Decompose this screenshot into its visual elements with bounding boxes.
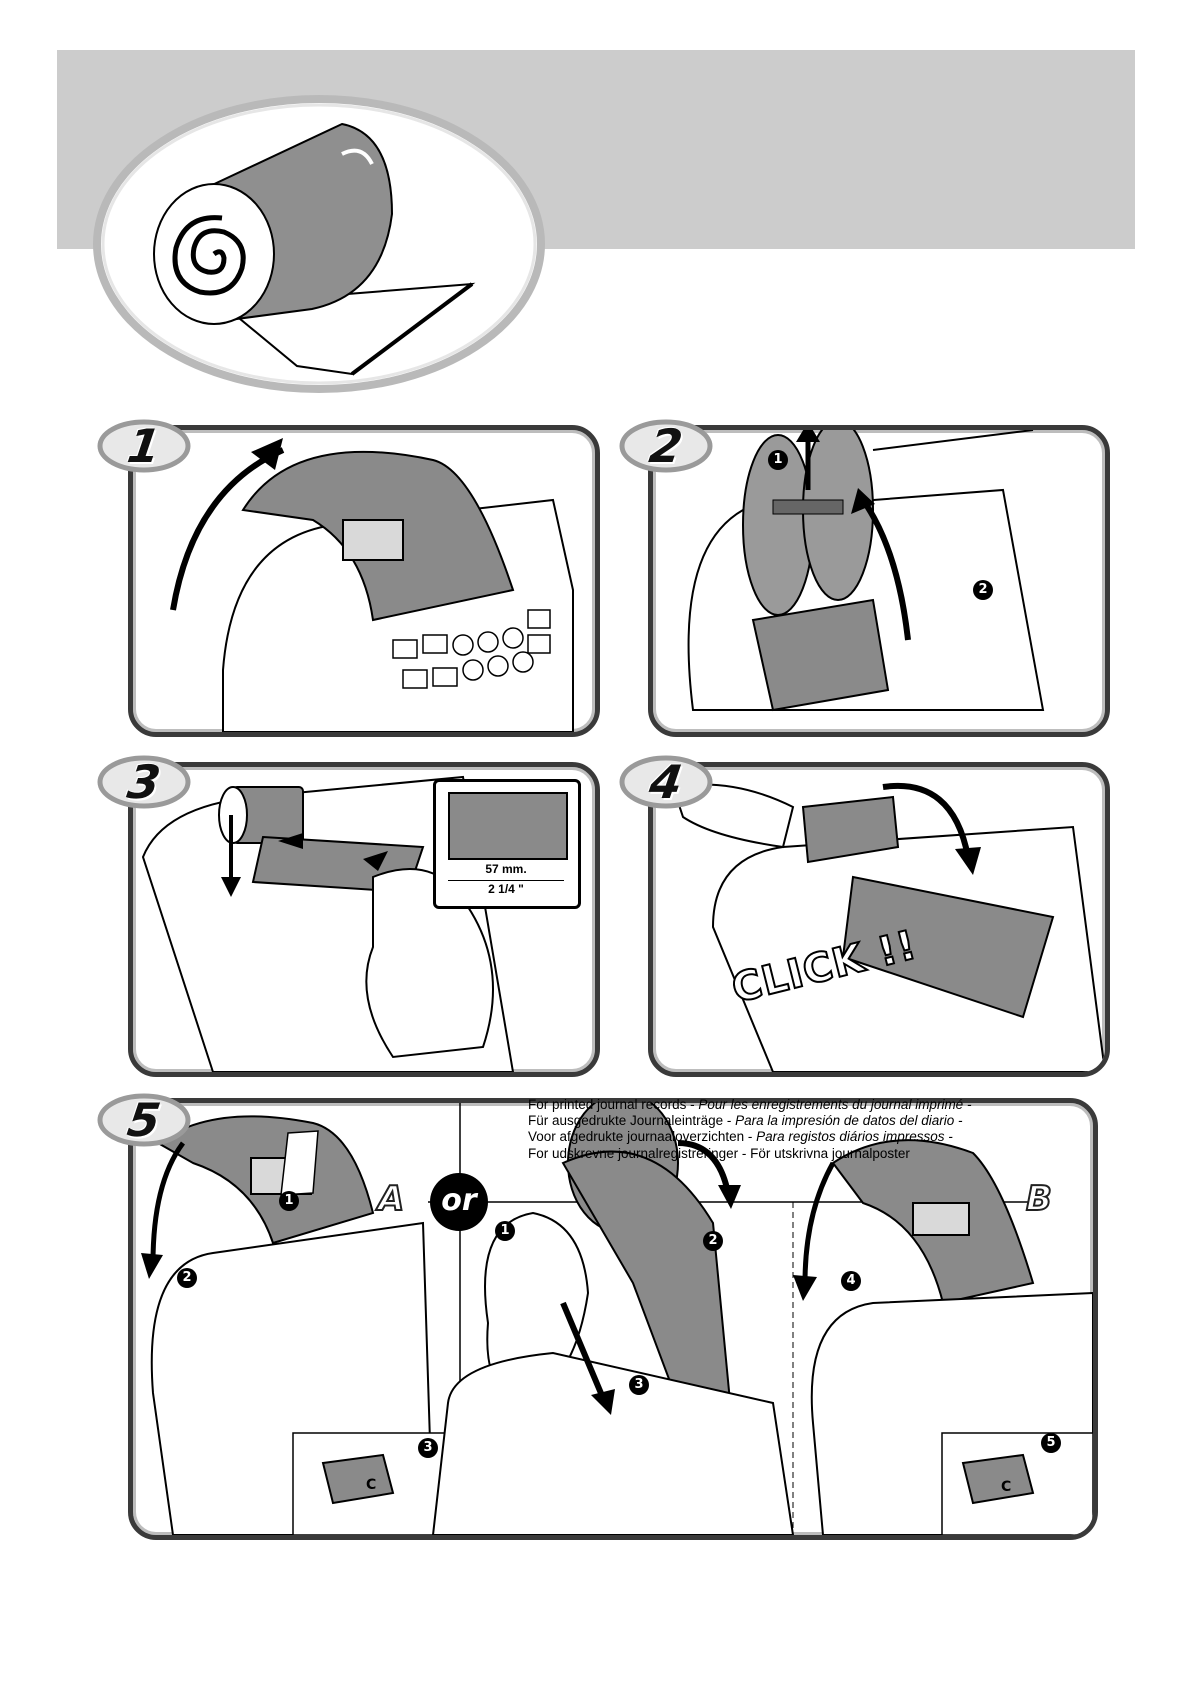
step-5b-callout-5: 5 (1041, 1433, 1061, 1453)
step-5mid-callout-3: 3 (629, 1375, 649, 1395)
step-2-panel: 1 2 (648, 425, 1110, 737)
journal-line: Voor afgedrukte journaaloverzichten - Pa… (528, 1129, 953, 1145)
step-3-number: 3 (124, 755, 164, 809)
step-1-illustration (170, 438, 574, 732)
step-3-illustration (141, 775, 515, 1072)
journal-instructions: For printed journal records - Pour les e… (528, 1097, 1088, 1162)
step-2-callout-2: 2 (973, 580, 993, 600)
step-5-number: 5 (124, 1093, 164, 1147)
journal-line: Für ausgedrukte Journaleinträge - Para l… (528, 1113, 963, 1129)
step-5b-callout-4: 4 (841, 1271, 861, 1291)
step-5mid-callout-1: 1 (495, 1221, 515, 1241)
paper-roll-illustration (92, 94, 546, 394)
step-4-badge: 4 (618, 754, 714, 810)
step-1-badge: 1 (96, 418, 192, 474)
width-mm: 57 mm. (485, 862, 527, 876)
step-4-illustration (671, 782, 1105, 1072)
step-2-badge: 2 (618, 418, 714, 474)
step-5a-callout-3: 3 (418, 1438, 438, 1458)
step-4-number: 4 (646, 755, 686, 809)
step-5b-c-key: C (1001, 1479, 1012, 1495)
step-2-illustration (687, 430, 1045, 712)
step-5-panel: 1 2 3 C 1 2 3 4 5 C A or B (128, 1098, 1098, 1540)
width-spec-box: 57 mm. 2 1/4 " (433, 779, 581, 909)
or-badge: or (430, 1173, 488, 1231)
journal-line: For printed journal records - Pour les e… (528, 1097, 972, 1112)
step-2-number: 2 (646, 419, 686, 473)
step-5-illustration (141, 1103, 1093, 1535)
step-5-badge: 5 (96, 1092, 192, 1148)
paper-width-swatch (448, 792, 568, 860)
step-1-panel (128, 425, 600, 737)
journal-line: For udskrevne journalregistreringer - Fö… (528, 1145, 910, 1161)
step-5a-callout-1: 1 (279, 1191, 299, 1211)
step-3-panel: 57 mm. 2 1/4 " (128, 762, 600, 1077)
step-2-callout-1: 1 (768, 450, 788, 470)
step-3-badge: 3 (96, 754, 192, 810)
option-b-label: B (1025, 1178, 1053, 1220)
step-5a-c-key: C (366, 1477, 377, 1493)
step-5a-callout-2: 2 (177, 1268, 197, 1288)
width-dimension-line (448, 880, 564, 881)
option-a-label: A (377, 1178, 405, 1220)
step-5mid-callout-2: 2 (703, 1231, 723, 1251)
step-4-panel: CLICK !! (648, 762, 1110, 1077)
width-inches: 2 1/4 " (488, 882, 524, 896)
step-1-number: 1 (124, 419, 164, 473)
